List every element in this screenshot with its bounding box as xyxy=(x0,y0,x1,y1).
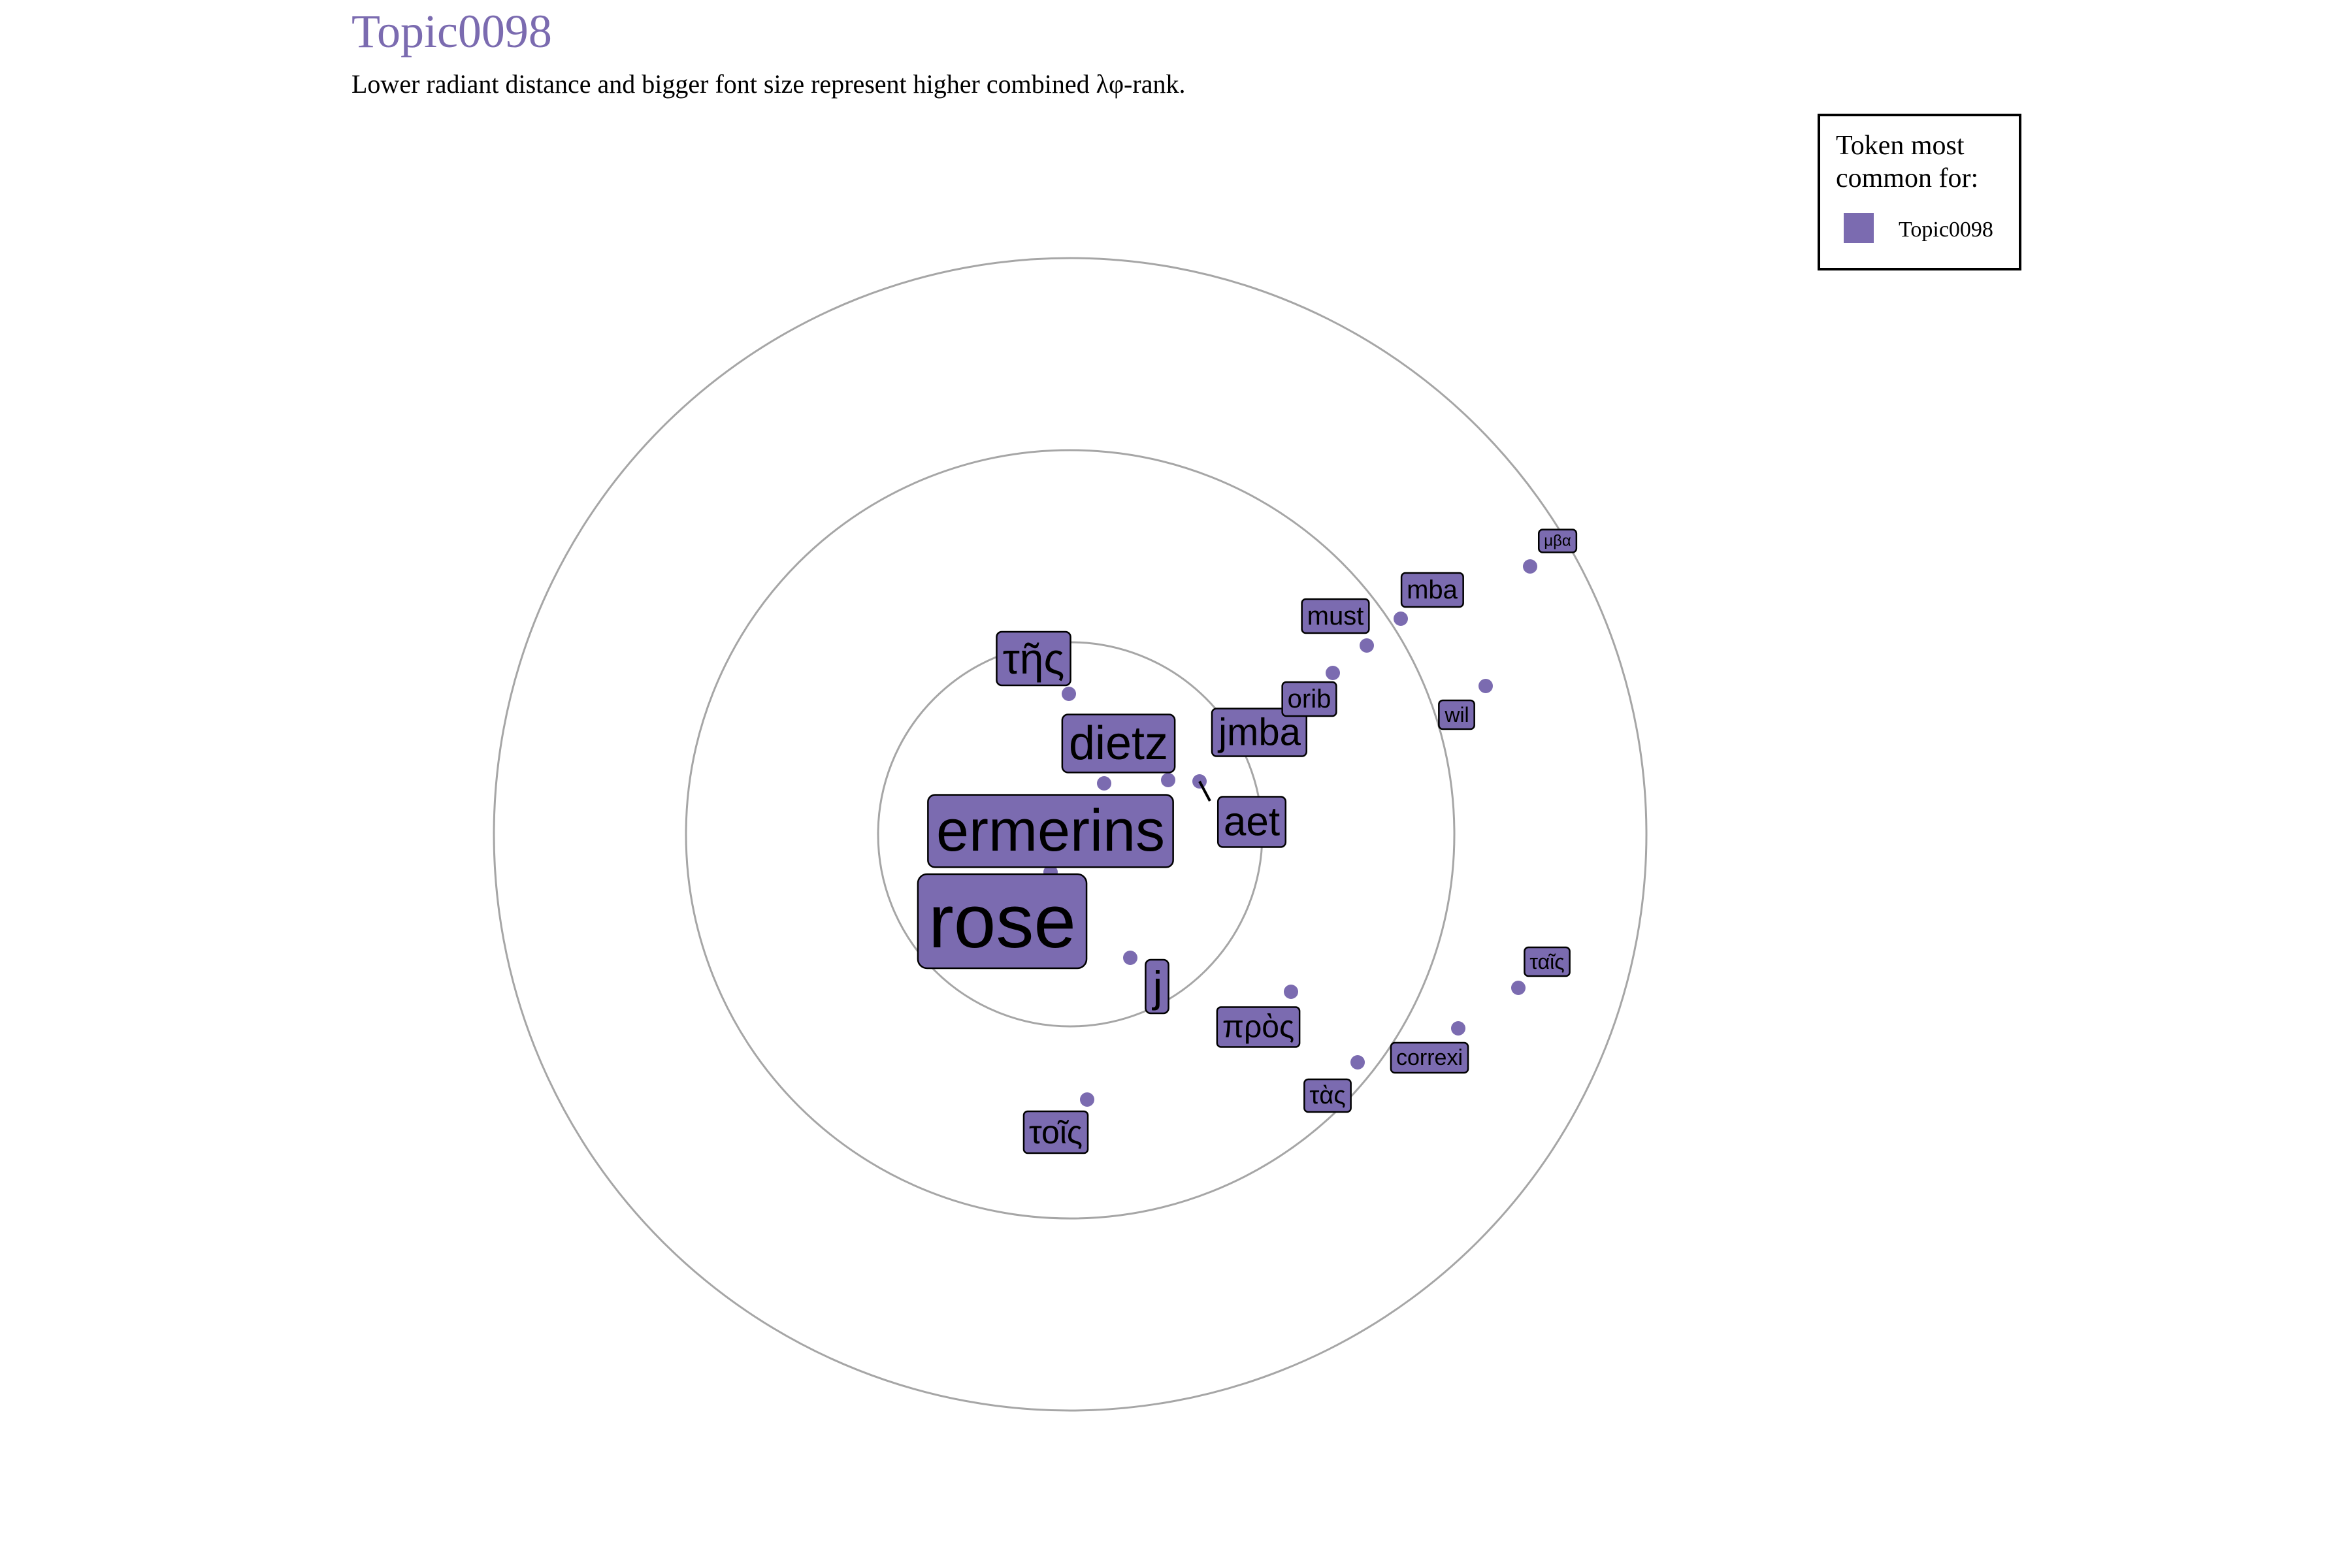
token-point-rank-17 xyxy=(1523,559,1537,574)
token-label-rank-16: ταῖς xyxy=(1524,946,1571,977)
token-text-rank-7: j xyxy=(1152,962,1163,1011)
token-label-rank-13: τὰς xyxy=(1303,1078,1352,1113)
token-text-rank-6: jmba xyxy=(1217,711,1301,754)
token-box-rank-10 xyxy=(1281,681,1337,717)
token-box-rank-4 xyxy=(996,630,1071,687)
token-point-rank-13 xyxy=(1350,1055,1365,1070)
token-label-rank-8: τοῖς xyxy=(1022,1110,1089,1154)
token-label-rank-11: must xyxy=(1301,598,1370,634)
token-box-rank-9 xyxy=(1216,1006,1301,1048)
legend-entry-label: Topic0098 xyxy=(1899,218,1993,242)
token-box-rank-7 xyxy=(1145,958,1169,1015)
token-box-rank-13 xyxy=(1303,1078,1352,1113)
token-text-rank-16: ταῖς xyxy=(1529,950,1564,973)
token-text-rank-12: mba xyxy=(1407,576,1458,604)
token-text-rank-4: τῆς xyxy=(1003,634,1065,683)
token-box-rank-6 xyxy=(1211,708,1307,757)
token-point-rank-15 xyxy=(1478,679,1493,693)
token-point-rank-11 xyxy=(1360,638,1374,653)
token-text-rank-3: dietz xyxy=(1069,717,1168,770)
legend-swatch xyxy=(1844,213,1874,243)
legend-frame xyxy=(1818,114,2021,270)
token-box-rank-8 xyxy=(1022,1110,1089,1154)
token-label-rank-4: τῆς xyxy=(996,630,1071,687)
token-box-rank-15 xyxy=(1438,699,1475,730)
token-text-rank-10: orib xyxy=(1288,685,1331,713)
token-box-rank-5 xyxy=(1217,796,1287,848)
token-label-rank-6: jmba xyxy=(1211,708,1307,757)
token-point-rank-16 xyxy=(1511,981,1526,995)
legend-title: Token most common for: xyxy=(1836,131,1978,193)
token-box-rank-14 xyxy=(1390,1041,1469,1074)
legend-title-line-2: common for: xyxy=(1836,163,1978,193)
ring-outer xyxy=(493,257,1648,1412)
token-point-rank-4 xyxy=(1062,687,1076,701)
token-point-rank-5 xyxy=(1161,773,1175,787)
token-label-rank-15: wil xyxy=(1438,699,1475,730)
legend-title-line-1: Token most xyxy=(1836,131,1965,161)
leader-line-aet xyxy=(1198,781,1211,802)
token-box-rank-17 xyxy=(1537,529,1578,553)
token-text-rank-1: rose xyxy=(928,879,1076,964)
token-text-rank-17: μβα xyxy=(1544,532,1571,550)
token-box-rank-3 xyxy=(1061,713,1176,774)
token-text-rank-14: correxi xyxy=(1396,1045,1463,1070)
token-point-rank-9 xyxy=(1284,985,1298,999)
token-point-rank-10 xyxy=(1326,666,1340,680)
token-box-rank-16 xyxy=(1524,946,1571,977)
label-leaders xyxy=(1198,781,1211,802)
token-box-rank-11 xyxy=(1301,598,1370,634)
token-label-rank-2: ermerins xyxy=(927,794,1174,868)
chart-title: Topic0098 xyxy=(351,5,552,57)
token-text-rank-11: must xyxy=(1307,602,1364,630)
legend: Token most common for: Topic0098 xyxy=(1818,114,2021,270)
token-text-rank-8: τοῖς xyxy=(1029,1114,1083,1151)
token-text-rank-15: wil xyxy=(1444,703,1469,727)
token-point-rank-14 xyxy=(1451,1021,1465,1036)
token-point-rank-8 xyxy=(1080,1092,1094,1107)
token-point-rank-12 xyxy=(1394,612,1408,626)
token-box-rank-12 xyxy=(1400,572,1464,608)
token-text-rank-13: τὰς xyxy=(1309,1082,1345,1109)
token-box-rank-1 xyxy=(917,873,1088,970)
chart-subtitle: Lower radiant distance and bigger font s… xyxy=(351,69,1185,99)
token-box-rank-2 xyxy=(927,794,1174,868)
token-point-rank-7 xyxy=(1123,951,1137,965)
token-label-rank-3: dietz xyxy=(1061,713,1176,774)
token-label-rank-7: j xyxy=(1145,958,1169,1015)
token-text-rank-2: ermerins xyxy=(936,798,1165,864)
token-point-rank-3 xyxy=(1097,776,1111,791)
token-label-rank-9: πρὸς xyxy=(1216,1006,1301,1048)
token-label-rank-1: rose xyxy=(917,873,1088,970)
token-label-rank-10: orib xyxy=(1281,681,1337,717)
token-label-rank-17: μβα xyxy=(1537,529,1578,553)
token-text-rank-9: πρὸς xyxy=(1222,1010,1294,1045)
token-label-rank-12: mba xyxy=(1400,572,1464,608)
token-label-rank-14: correxi xyxy=(1390,1041,1469,1074)
token-text-rank-5: aet xyxy=(1224,800,1280,845)
ring-middle xyxy=(685,449,1456,1220)
token-label-rank-5: aet xyxy=(1217,796,1287,848)
